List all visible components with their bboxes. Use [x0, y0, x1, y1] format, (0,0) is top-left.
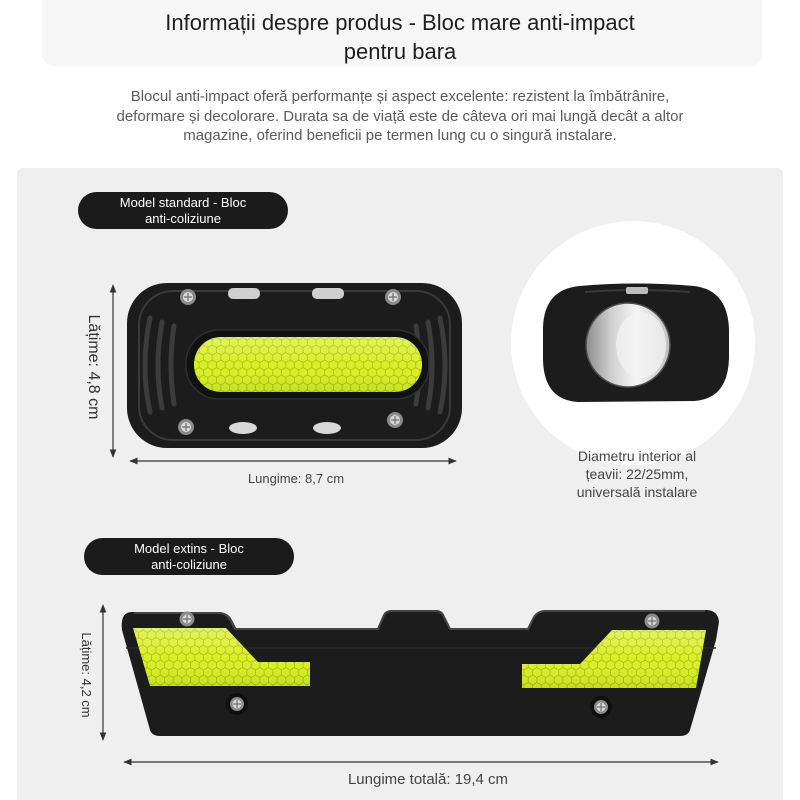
screw-icon [178, 419, 194, 435]
inner-diameter-line-3: universală instalare [576, 484, 698, 500]
page-title-line-2: pentru bara [343, 39, 457, 64]
extended-strip-right-shine [522, 630, 706, 688]
extended-block-body [121, 610, 719, 736]
extended-model-label-line-1: Model extins - Bloc [134, 540, 244, 556]
left-grip-grooves [142, 315, 177, 415]
screw-icon [387, 412, 403, 428]
inner-diameter-line-2: țeavii: 22/25mm, [585, 466, 689, 482]
inner-diameter-note: Diametru interior al țeavii: 22/25mm, un… [537, 447, 737, 501]
extended-model-label-line-2: anti-coliziune [151, 556, 227, 572]
description-line-2: deformare și decolorare. Durata sa de vi… [116, 107, 684, 125]
screw-icon [179, 611, 195, 627]
screw-icon [226, 693, 248, 715]
extended-block-top-edge [134, 610, 705, 630]
standard-width-label: Lățime: 4,8 cm [85, 315, 102, 420]
standard-model-label-line-1: Model standard - Bloc [119, 194, 247, 210]
standard-block-image [127, 283, 462, 448]
page-title-line-1: Informații despre produs - Bloc mare ant… [165, 10, 635, 35]
standard-block-rim [138, 290, 451, 441]
description-line-3: magazine, oferind beneficii pe termen lu… [183, 127, 617, 144]
extended-block-image [121, 610, 719, 736]
screw-icon [385, 289, 401, 305]
end-view-image [511, 221, 755, 465]
page-title: Informații despre produs - Bloc mare ant… [0, 8, 800, 66]
standard-model-label-line-2: anti-coliziune [145, 210, 221, 226]
title-background [42, 0, 762, 66]
inner-diameter-line-1: Diametru interior al [577, 448, 697, 464]
bottom-slot-left [229, 422, 257, 434]
screw-icon [590, 696, 612, 718]
standard-strip-shine [194, 337, 422, 392]
top-slot-left [228, 288, 260, 299]
bottom-slot-right [313, 422, 341, 434]
standard-length-label: Lungime: 8,7 cm [248, 471, 344, 486]
extended-model-label: Model extins - Bloc anti-coliziune [84, 538, 294, 575]
extended-width-label: Lățime: 4,2 cm [79, 632, 94, 717]
screw-icon [180, 289, 196, 305]
extended-strip-left-shine [133, 628, 310, 686]
description-line-1: Blocul anti-impact oferă performanțe și … [130, 88, 670, 105]
standard-model-label: Model standard - Bloc anti-coliziune [78, 192, 288, 229]
end-view-top-slot [626, 287, 648, 294]
product-description: Blocul anti-impact oferă performanțe și … [0, 87, 800, 146]
screw-icon [644, 613, 660, 629]
pipe-hole-inner-light [616, 312, 666, 378]
extended-length-label: Lungime totală: 19,4 cm [348, 771, 508, 788]
top-slot-right [312, 288, 344, 299]
